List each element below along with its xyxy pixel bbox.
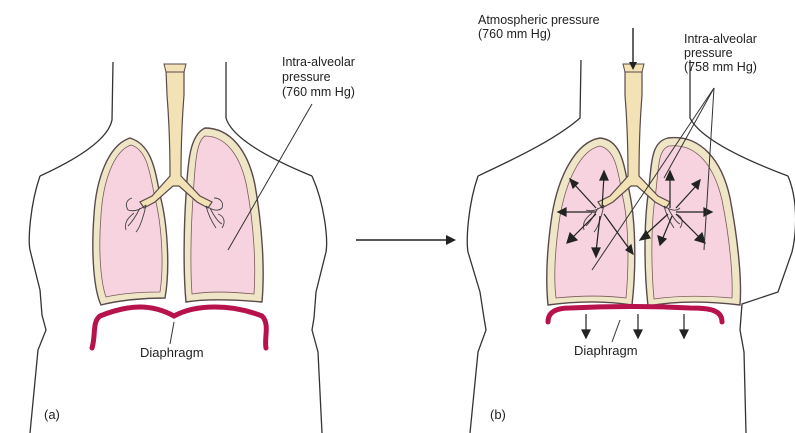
transition-arrow	[356, 235, 456, 245]
pressure-label-a-line1: Intra-alveolar	[282, 55, 355, 69]
atmo-label-line1: Atmospheric pressure	[478, 13, 600, 27]
diaphragm-arrows	[582, 314, 688, 338]
pressure-label-b-line2: pressure	[684, 46, 733, 60]
pressure-label-b-line1: Intra-alveolar	[684, 32, 757, 46]
diaphragm-b	[548, 307, 722, 323]
diaphragm-label-a: Diaphragm	[140, 345, 204, 360]
panel-tag-b: (b)	[490, 407, 506, 422]
diaphragm-label-b: Diaphragm	[574, 343, 638, 358]
diaphragm-leader-b	[612, 320, 620, 342]
panel-tag-a: (a)	[44, 407, 60, 422]
pressure-label-b-line3: (758 mm Hg)	[684, 60, 757, 74]
panel-a: Intra-alveolar pressure (760 mm Hg) Diap…	[29, 55, 355, 433]
diaphragm-leader-a	[170, 322, 174, 344]
panel-b: Atmospheric pressure (760 mm Hg) Intra-a…	[467, 13, 795, 433]
diaphragm-a	[92, 307, 266, 348]
atmo-label-line2: (760 mm Hg)	[478, 27, 551, 41]
pressure-label-a-line2: pressure	[282, 70, 331, 84]
pressure-label-a-line3: (760 mm Hg)	[282, 85, 355, 99]
